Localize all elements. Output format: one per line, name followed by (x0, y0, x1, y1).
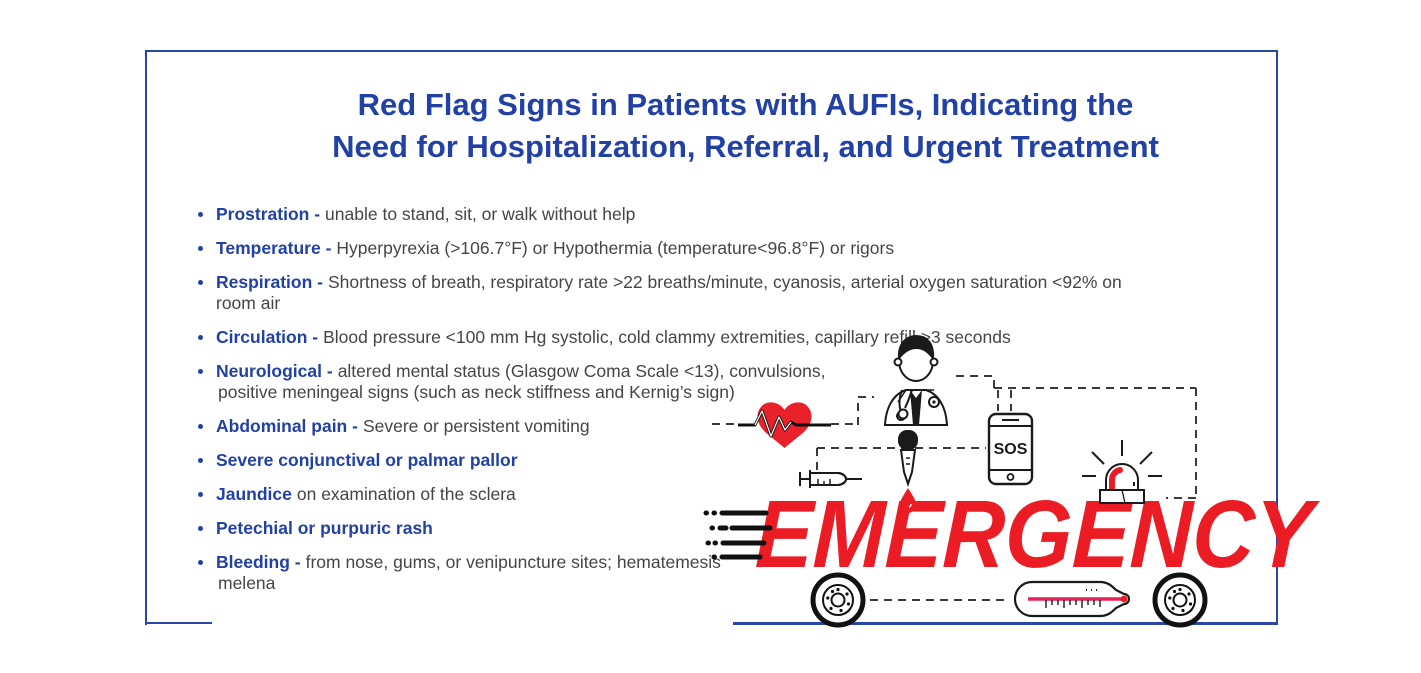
item-lead: Prostration - (216, 204, 321, 224)
bullet-dot (198, 492, 203, 497)
item-lead: Petechial or purpuric rash (216, 518, 433, 538)
item-text: altered mental status (Glasgow Coma Scal… (337, 361, 826, 381)
bullet-dot (198, 369, 203, 374)
bullet-dot (198, 560, 203, 565)
item-lead: Bleeding - (216, 552, 301, 572)
item-text: Blood pressure <100 mm Hg systolic, cold… (323, 327, 1011, 347)
item-lead: Respiration - (216, 272, 323, 292)
page-title: Red Flag Signs in Patients with AUFIs, I… (145, 84, 1276, 168)
list-item-prostration: Prostration -unable to stand, sit, or wa… (198, 204, 1158, 225)
item-text: Severe or persistent vomiting (362, 416, 590, 436)
item-text: Shortness of breath, respiratory rate >2… (216, 272, 1122, 313)
list-item-neurological: Neurological -altered mental status (Gla… (198, 361, 1158, 403)
list-item-bleeding: Bleeding -from nose, gums, or venipunctu… (198, 552, 1158, 594)
item-text: from nose, gums, or venipuncture sites; … (305, 552, 721, 572)
item-text-line2: melena (218, 573, 276, 593)
bullet-dot (198, 212, 203, 217)
list-item-rash: Petechial or purpuric rash (198, 518, 1158, 539)
item-text: on examination of the sclera (296, 484, 516, 504)
bullet-dot (198, 526, 203, 531)
emergency-illustration: SOS (700, 330, 1276, 630)
wheel-icon (810, 572, 866, 628)
item-lead: Abdominal pain - (216, 416, 358, 436)
siren-icon (1082, 440, 1162, 504)
title-line-2: Need for Hospitalization, Referral, and … (332, 129, 1159, 164)
item-lead: Jaundice (216, 484, 292, 504)
card-bottom-border-left (145, 622, 212, 624)
speed-lines-icon (703, 510, 773, 560)
blood-dropper-icon (898, 430, 918, 513)
emergency-text: EMERGENCY (753, 481, 1315, 588)
item-lead: Temperature - (216, 238, 332, 258)
card-bottom-border-ground (733, 622, 1276, 625)
sos-phone-icon: SOS (987, 412, 1034, 486)
bullet-dot (198, 424, 203, 429)
thermometer-icon (1013, 580, 1131, 618)
title-line-1: Red Flag Signs in Patients with AUFIs, I… (357, 87, 1134, 122)
item-text: unable to stand, sit, or walk without he… (325, 204, 636, 224)
item-lead: Circulation - (216, 327, 319, 347)
list-item-abdominal-pain: Abdominal pain -Severe or persistent vom… (198, 416, 1158, 437)
list-item-temperature: Temperature -Hyperpyrexia (>106.7°F) or … (198, 238, 1158, 259)
sos-label: SOS (994, 441, 1028, 458)
wheel-icon (1152, 572, 1208, 628)
red-flag-list: Prostration -unable to stand, sit, or wa… (198, 204, 1158, 607)
list-item-circulation: Circulation -Blood pressure <100 mm Hg s… (198, 327, 1158, 348)
heartbeat-heart-icon (738, 402, 831, 448)
list-item-respiration: Respiration -Shortness of breath, respir… (198, 272, 1158, 314)
item-text-line2: positive meningeal signs (such as neck s… (218, 382, 735, 402)
doctor-icon (883, 334, 949, 426)
list-item-pallor: Severe conjunctival or palmar pallor (198, 450, 1158, 471)
item-lead: Neurological - (216, 361, 333, 381)
item-text: Hyperpyrexia (>106.7°F) or Hypothermia (… (336, 238, 895, 258)
bullet-dot (198, 335, 203, 340)
bullet-dot (198, 280, 203, 285)
item-lead: Severe conjunctival or palmar pallor (216, 450, 518, 470)
bullet-dot (198, 246, 203, 251)
bullet-dot (198, 458, 203, 463)
syringe-icon (799, 470, 862, 488)
